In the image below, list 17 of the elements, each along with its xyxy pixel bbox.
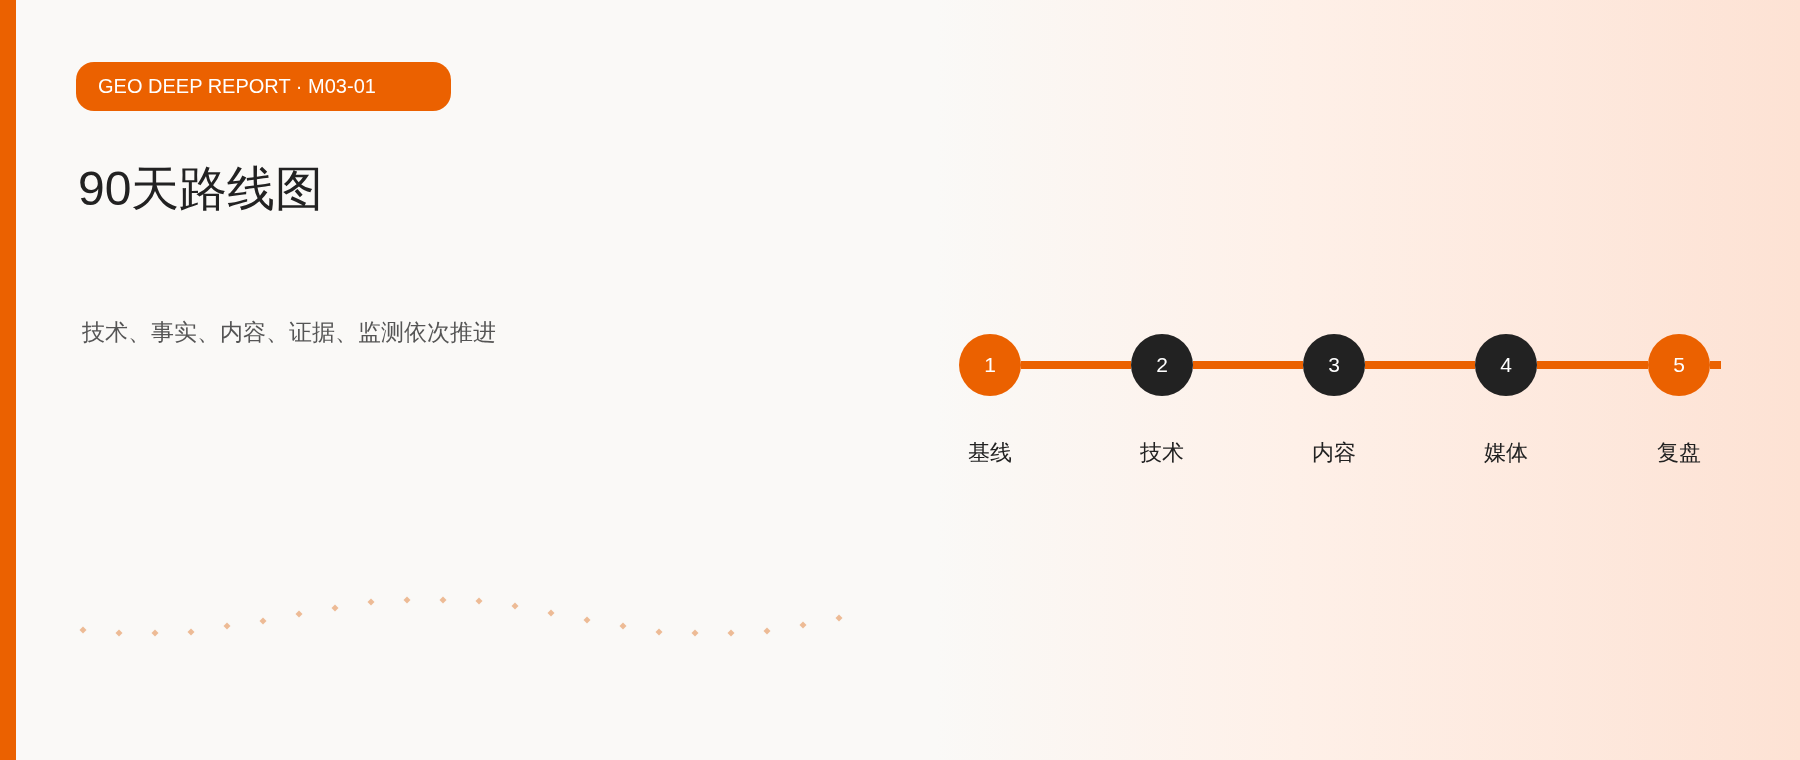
step-label: 基线: [968, 439, 1012, 467]
step-label: 内容: [1312, 439, 1356, 467]
step-circle: 2: [1131, 334, 1193, 396]
connector-line: [1537, 361, 1648, 369]
connector-line: [1021, 361, 1131, 369]
step-circle: 3: [1303, 334, 1365, 396]
step-label: 媒体: [1484, 439, 1528, 467]
page-title: 90天路线图: [78, 161, 324, 217]
step-label: 技术: [1140, 439, 1184, 467]
subtitle: 技术、事实、内容、证据、监测依次推进: [82, 318, 496, 347]
tag-badge: GEO DEEP REPORT · M03-01: [76, 62, 451, 111]
connector-line: [1365, 361, 1475, 369]
connector-line: [1193, 361, 1303, 369]
step-circle: 5: [1648, 334, 1710, 396]
step-circle: 4: [1475, 334, 1537, 396]
step-label: 复盘: [1657, 439, 1701, 467]
step-circle: 1: [959, 334, 1021, 396]
